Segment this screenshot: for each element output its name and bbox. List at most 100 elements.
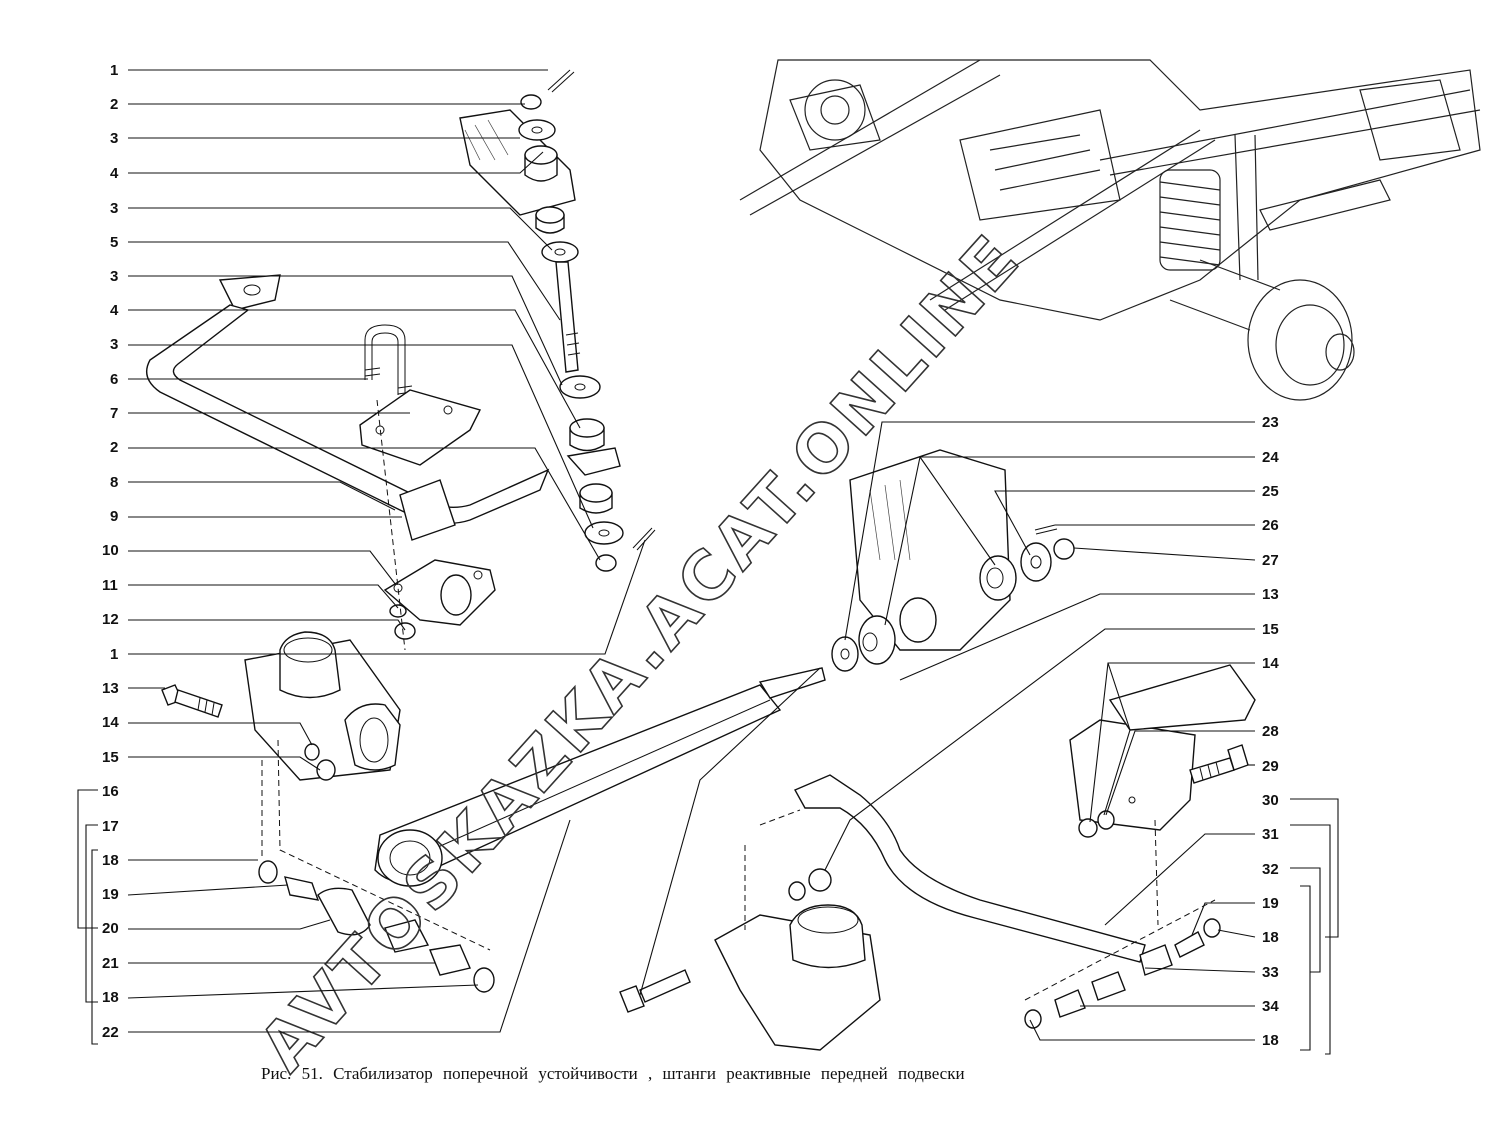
washer-25 (1020, 542, 1052, 582)
stud-5 (555, 261, 581, 373)
stabilizer-bar-8 (146, 274, 550, 525)
callout-label: 15 (102, 749, 119, 766)
callout-label: 14 (102, 714, 119, 731)
callout-label: 22 (102, 1024, 119, 1041)
washer-15-right (1097, 810, 1115, 830)
washer-11 (389, 604, 407, 618)
callouts-left: 1 2 3 4 3 5 3 4 3 6 7 2 8 9 10 11 12 1 1… (102, 62, 119, 1041)
watermark-text: AVTOSKAZKA.ACAT.ONLINE (245, 219, 1036, 1086)
bushing-30 (1091, 971, 1126, 1001)
callout-label: 21 (102, 955, 119, 972)
callout-label: 34 (1262, 998, 1279, 1015)
callout-label: 3 (110, 200, 118, 217)
bushing-9 (399, 479, 456, 541)
callout-label: 28 (1262, 723, 1279, 740)
callout-label: 2 (110, 439, 118, 456)
axle-mount-left (244, 631, 401, 781)
bolt-29 (1189, 744, 1249, 784)
callout-label: 27 (1262, 552, 1279, 569)
bushing-18-right-top (1203, 918, 1221, 938)
coil-spring (1159, 169, 1221, 271)
chassis-overview-drawing (739, 59, 1481, 401)
callout-label: 30 (1262, 792, 1279, 809)
callout-label: 20 (102, 920, 119, 937)
cotter-pin-1-bottom (632, 527, 656, 551)
callout-label: 4 (110, 302, 119, 319)
cushion-23 (858, 615, 896, 665)
callout-label: 18 (1262, 1032, 1279, 1049)
radius-rod-22 (374, 667, 826, 887)
axis-line-upper (376, 399, 406, 651)
castle-nut-27 (1053, 538, 1075, 560)
bushing-33 (1139, 944, 1173, 976)
bracket-10 (383, 559, 496, 626)
u-bolt-6 (364, 324, 413, 395)
callout-label: 13 (102, 680, 119, 697)
wheel-hub (1247, 279, 1355, 401)
callout-label: 7 (110, 405, 118, 422)
callout-label: 17 (102, 818, 119, 835)
callout-label: 32 (1262, 861, 1279, 878)
figure-caption: Рис. 51. Стабилизатор поперечной устойчи… (261, 1064, 965, 1083)
cotter-pin-26 (1034, 524, 1058, 535)
callout-label: 25 (1262, 483, 1279, 500)
bushing-18-right (473, 967, 495, 993)
washer-3-c (559, 375, 601, 399)
sleeve-19-right (1174, 931, 1205, 958)
callout-label: 9 (110, 508, 118, 525)
callout-label: 4 (110, 165, 119, 182)
clamp-plate-7 (359, 389, 482, 466)
bolt-13-left (161, 684, 223, 718)
callout-label: 1 (110, 62, 118, 79)
callout-label: 18 (102, 989, 119, 1006)
callout-label: 3 (110, 268, 118, 285)
cushion-4-b (535, 206, 565, 234)
bushing-21 (429, 944, 471, 976)
callout-label: 12 (102, 611, 119, 628)
callout-label: 18 (1262, 929, 1279, 946)
washer-15-bottom (788, 881, 806, 901)
washer-14-left (304, 743, 320, 761)
castle-nut-2-top (520, 94, 542, 110)
callout-label: 10 (102, 542, 119, 559)
nut-15-left (316, 759, 336, 781)
axis-line-mount (261, 739, 491, 951)
stabilizer-link-31 (794, 774, 1146, 963)
upper-mount-bracket (459, 109, 576, 216)
callout-label: 8 (110, 474, 118, 491)
callouts-right: 23 24 25 26 27 13 15 14 28 29 30 31 32 1… (1262, 414, 1279, 1049)
bolt-13-bottom (619, 969, 691, 1013)
callout-label: 16 (102, 783, 119, 800)
callout-label: 11 (102, 577, 118, 594)
callout-label: 33 (1262, 964, 1279, 981)
cotter-pin-1-top (547, 69, 575, 93)
frame-bracket-28 (1069, 664, 1256, 831)
callout-label: 2 (110, 96, 118, 113)
castle-nut-2-bottom (595, 554, 617, 572)
callout-label: 31 (1262, 826, 1279, 843)
sleeve-19-left (284, 876, 320, 901)
bushing-18-left (258, 860, 278, 884)
bushing-18-right-bottom (1024, 1009, 1042, 1029)
callout-label: 19 (1262, 895, 1279, 912)
callout-label: 13 (1262, 586, 1279, 603)
cushion-4-c (569, 418, 605, 452)
bushing-20 (317, 887, 371, 936)
nut-12 (394, 622, 416, 640)
callout-label: 6 (110, 371, 118, 388)
leader-lines (77, 69, 1339, 1055)
bushing-34 (1054, 989, 1086, 1018)
callout-label: 5 (110, 234, 118, 251)
nut-13-right (808, 868, 832, 892)
callout-label: 14 (1262, 655, 1279, 672)
callout-label: 24 (1262, 449, 1279, 466)
bushing-16-17 (384, 919, 430, 953)
callout-label: 26 (1262, 517, 1279, 534)
cushion-4-d (579, 483, 613, 514)
washer-3-a (518, 119, 556, 141)
washer-23 (831, 636, 859, 672)
link-bracket-2 (566, 447, 621, 476)
washer-3-d (584, 521, 624, 545)
callout-label: 19 (102, 886, 119, 903)
